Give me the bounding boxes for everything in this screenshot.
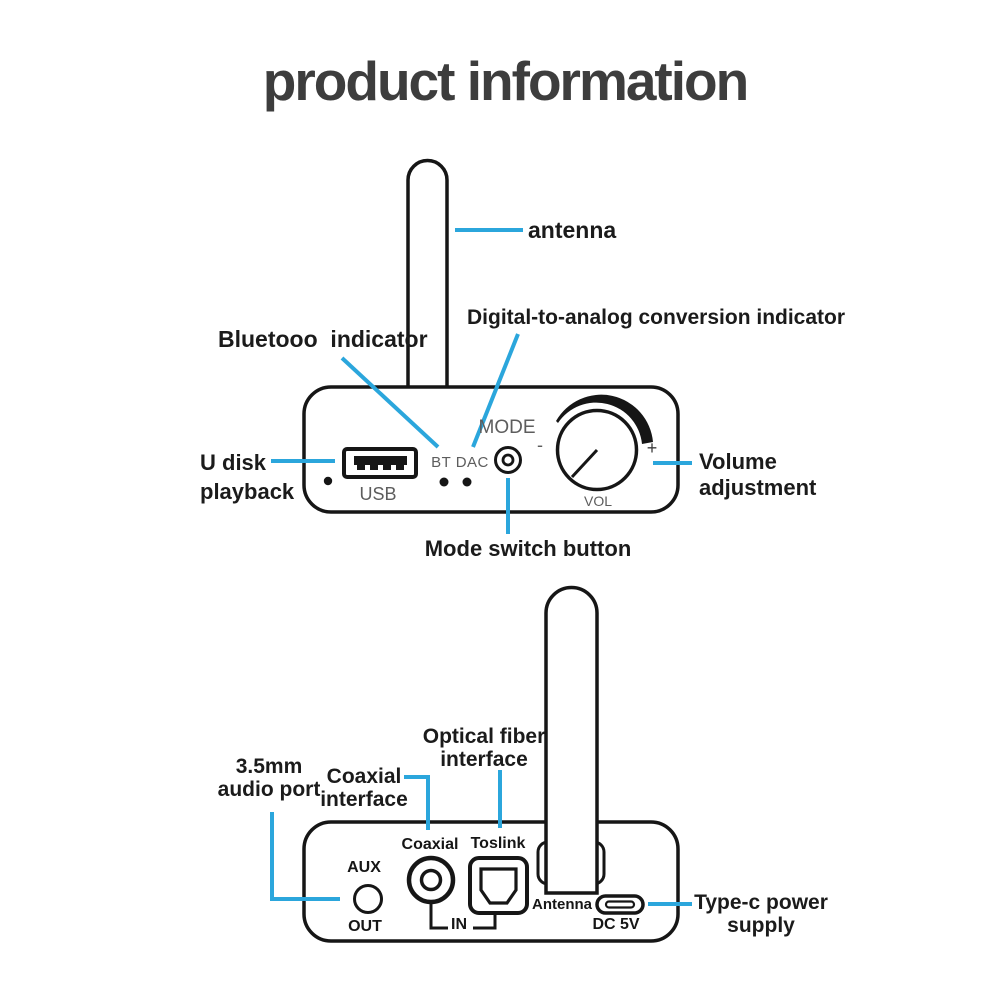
mode-switch-label: Mode switch button [424, 536, 632, 561]
mode-panel-text: MODE [478, 417, 536, 438]
volume-minus-sign: - [537, 435, 543, 455]
audio-port-label: 3.5mm audio port [217, 755, 321, 801]
callout-line-dac [471, 333, 520, 448]
usb-c-port-icon [595, 894, 645, 915]
antenna-panel-text: Antenna [532, 896, 592, 913]
volume-adjustment-label: Volume adjustment [699, 449, 817, 501]
dac-indicator-label: Digital-to-analog conversion indicator [467, 306, 846, 329]
usb-port-tongue [354, 456, 407, 465]
callout-line-audio-port [270, 812, 340, 901]
in-bracket-right [473, 914, 497, 930]
front-antenna-shape [406, 158, 449, 389]
dac-indicator-led [462, 477, 472, 487]
optical-interface-label: Optical fiber interface [422, 725, 546, 771]
usb-c-port-inner [604, 900, 636, 909]
dc-5v-panel-text: DC 5V [592, 916, 640, 933]
coaxial-interface-label: Coaxial interface [320, 765, 408, 811]
in-bracket-left [429, 902, 448, 930]
volume-plus-sign: + [646, 438, 658, 458]
back-antenna-shape [544, 585, 599, 895]
mode-button-inner [501, 453, 515, 467]
u-disk-playback-label: U disk playback [200, 450, 295, 504]
bt-dac-panel-text: BT DAC [431, 454, 489, 471]
in-panel-text: IN [451, 916, 467, 933]
toslink-panel-text: Toslink [470, 835, 526, 852]
vol-panel-text: VOL [583, 493, 613, 509]
callout-line-coaxial [404, 775, 430, 830]
coaxial-panel-text: Coaxial [401, 836, 459, 853]
page-title: product information [262, 50, 749, 112]
usb-indicator-led [323, 476, 333, 486]
bt-indicator-led [439, 477, 449, 487]
callout-line-bluetooth [340, 356, 440, 449]
antenna-label: antenna [528, 217, 617, 243]
bluetooth-indicator-label: Bluetooo indicator [218, 326, 428, 352]
volume-knob-pointer [570, 448, 599, 479]
volume-arc-icon [556, 394, 653, 444]
out-panel-text: OUT [348, 918, 382, 935]
aux-panel-text: AUX [347, 859, 381, 876]
toslink-port-inner [479, 867, 518, 905]
usb-panel-text: USB [359, 484, 397, 504]
type-c-power-label: Type-c power supply [694, 891, 828, 937]
coaxial-jack-inner [419, 868, 443, 892]
aux-jack-icon [353, 884, 383, 914]
usb-port-pins [357, 465, 404, 470]
